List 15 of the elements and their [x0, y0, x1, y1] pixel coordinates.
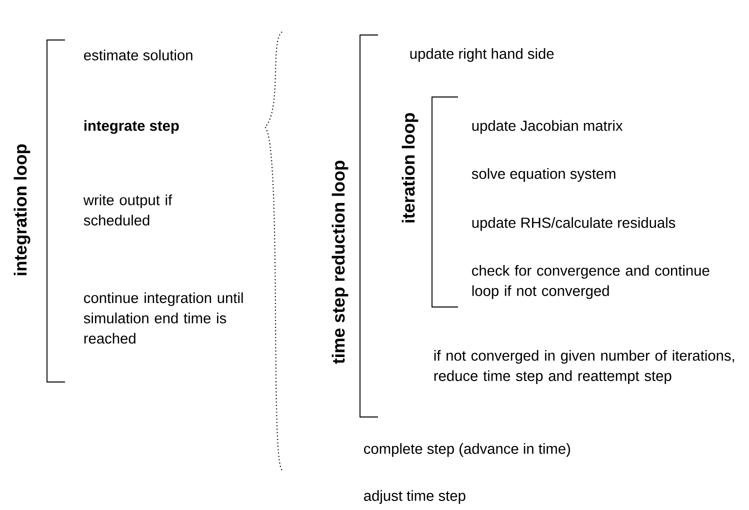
loop-label: time step reduction loop [332, 160, 348, 364]
step-text: estimate solution [84, 50, 192, 60]
step-text: check for convergence and continue loop if not converged [472, 265, 710, 299]
step-text: solve equation system [472, 168, 616, 182]
step-text: complete step (advance in time) [364, 443, 570, 457]
step-text: write output if scheduled [83, 194, 172, 226]
step-text: update RHS/calculate residuals [472, 217, 676, 231]
step-text: update right hand side [410, 48, 554, 62]
step-text: continue integration until simulation end time is reached [84, 292, 243, 344]
step-text: if not converged in given number of iterations, reduce time step and reattempt step [434, 350, 734, 384]
step-text: adjust time step [364, 490, 466, 504]
step-text: integrate step [84, 120, 179, 134]
loop-label: integration loop [14, 144, 30, 276]
step-text: update Jacobian matrix [472, 120, 623, 134]
loop-label: iteration loop [402, 113, 418, 222]
